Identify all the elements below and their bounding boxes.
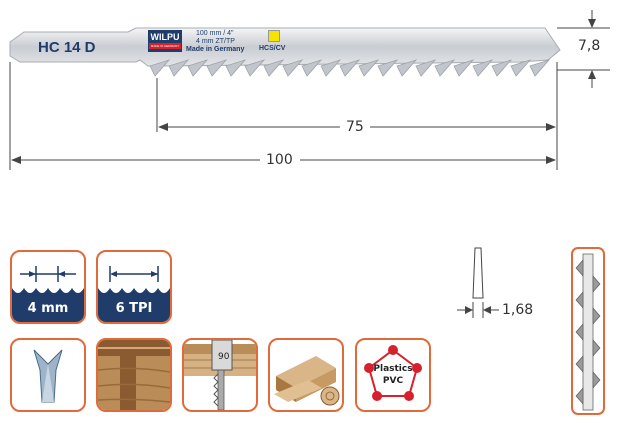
side-tooth [575, 291, 584, 309]
blade-tooth [491, 59, 513, 77]
pvc-label: PVC [382, 376, 404, 386]
tooth-set-tile [10, 338, 86, 412]
tooth-pitch-label: 4 mm [27, 301, 69, 316]
side-tooth [575, 387, 584, 405]
blade-tooth [149, 59, 171, 77]
wood-types-tile [268, 338, 344, 412]
blade-tooth [510, 59, 532, 77]
spec-line-2: 4 mm ZT/TP [196, 38, 235, 45]
tooth-pitch-tile: 4 mm [10, 250, 86, 324]
side-tooth [575, 355, 584, 373]
blade-tooth [263, 59, 285, 77]
blade-tooth [529, 59, 551, 77]
blade-tooth [244, 59, 266, 77]
blade-drawing [9, 10, 610, 170]
blade-tooth [206, 59, 228, 77]
blade-model: HC 14 D [38, 39, 96, 56]
thickness-diagram [457, 247, 499, 318]
total-length-dimension: 100 [266, 152, 293, 168]
blade-tooth [396, 59, 418, 77]
blade-side-profile [571, 247, 605, 415]
plastics-label: Plastics [373, 364, 413, 374]
material-color-swatch [268, 30, 280, 42]
ground-teeth-icon [33, 349, 63, 403]
side-tooth [575, 259, 584, 277]
side-tooth [592, 339, 601, 357]
side-tooth [592, 307, 601, 325]
blade-tooth [320, 59, 342, 77]
blade-tooth [434, 59, 456, 77]
timber-beams-icon [274, 356, 340, 406]
brand-logo: WILPU MADE IN GERMANY [148, 30, 182, 52]
brand-sub: MADE IN GERMANY [149, 43, 181, 49]
blade-tooth [282, 59, 304, 77]
angle-label: 90 [218, 352, 230, 362]
blade-tooth [453, 59, 475, 77]
jigsaw-cut-icon [184, 340, 256, 410]
blade-tooth [225, 59, 247, 77]
material-label: HCS/CV [259, 45, 286, 52]
blade-tooth [415, 59, 437, 77]
blade-tooth [358, 59, 380, 77]
side-tooth [592, 371, 601, 389]
blade-body [9, 27, 561, 67]
curve-cut-wood-icon [98, 340, 170, 410]
side-tooth [592, 275, 601, 293]
blade-tooth [472, 59, 494, 77]
side-tooth [575, 323, 584, 341]
thickness-dimension: 1,68 [502, 302, 534, 318]
plastics-tile: Plastics PVC [355, 338, 431, 412]
wood-corner-tile [96, 338, 172, 412]
working-length-dimension: 75 [346, 119, 364, 135]
blade-tooth [187, 59, 209, 77]
spec-line-3: Made in Germany [186, 46, 245, 53]
spec-line-1: 100 mm / 4" [196, 30, 234, 37]
blade-tooth [377, 59, 399, 77]
tpi-tile: 6 TPI [96, 250, 172, 324]
angle-cut-tile: 90 [182, 338, 258, 412]
blade-tooth [339, 59, 361, 77]
blade-tooth [301, 59, 323, 77]
pentagon-molecule-icon [364, 345, 422, 401]
tpi-label: 6 TPI [115, 301, 153, 316]
width-dimension: 7,8 [578, 38, 601, 54]
brand-name: WILPU [150, 32, 180, 42]
blade-tooth [168, 59, 190, 77]
blade-teeth [149, 59, 551, 77]
